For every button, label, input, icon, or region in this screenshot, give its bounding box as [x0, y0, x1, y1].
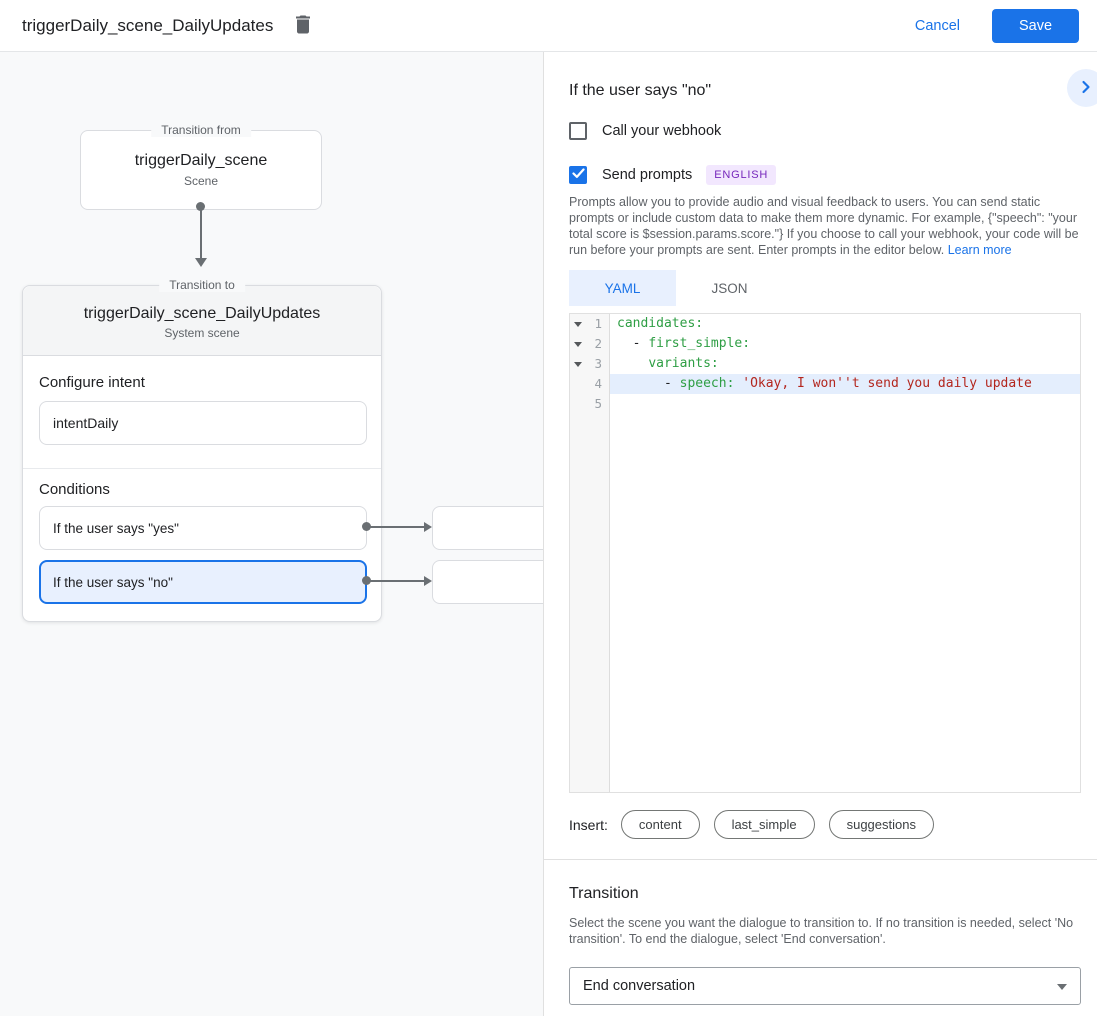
line-number: 5	[594, 396, 602, 411]
transition-from-node[interactable]: Transition from triggerDaily_scene Scene	[80, 123, 322, 210]
send-prompts-row: Send prompts ENGLISH	[569, 165, 1080, 185]
insert-pill-content[interactable]: content	[620, 810, 700, 839]
transition-from-legend: Transition from	[151, 123, 251, 137]
send-prompts-label: Send prompts	[602, 167, 693, 183]
code-line: candidates:	[610, 314, 1080, 334]
save-button[interactable]: Save	[992, 9, 1079, 43]
gutter-line: 4	[570, 374, 609, 394]
webhook-row: Call your webhook	[569, 122, 1080, 140]
webhook-checkbox[interactable]	[569, 122, 587, 140]
editor-gutter: 1 2 3 4 5	[570, 314, 610, 792]
conditions-label: Conditions	[39, 481, 110, 498]
line-number: 4	[594, 376, 602, 391]
gutter-line: 1	[570, 314, 609, 334]
code-token: -	[617, 336, 649, 351]
editor-code-area[interactable]: candidates: - first_simple: variants: - …	[610, 314, 1080, 792]
code-token: variants:	[648, 356, 719, 371]
connector-arrowhead	[195, 258, 207, 267]
topbar-actions: Cancel Save	[915, 0, 1079, 52]
main-area: Transition from triggerDaily_scene Scene…	[0, 52, 1097, 1016]
condition-row[interactable]: If the user says "no"	[39, 560, 367, 604]
code-token: 'Okay, I won''t send you daily update	[742, 376, 1032, 391]
code-line: - first_simple:	[610, 334, 1080, 354]
condition-target-node[interactable]	[432, 560, 543, 604]
condition-connector-line	[370, 526, 424, 528]
condition-target-node[interactable]	[432, 506, 543, 550]
prompts-description: Prompts allow you to provide audio and v…	[569, 194, 1079, 258]
insert-pills: content last_simple suggestions	[620, 810, 948, 839]
yaml-code-editor[interactable]: 1 2 3 4 5 candidates: - first_simple: varian…	[569, 313, 1081, 793]
connector-line	[200, 209, 202, 259]
code-line	[610, 394, 1080, 414]
trash-icon	[294, 14, 312, 37]
fold-arrow-icon[interactable]	[574, 362, 582, 367]
condition-connector-arrowhead	[424, 576, 432, 586]
condition-connector-line	[370, 580, 424, 582]
check-icon	[571, 166, 585, 184]
transition-to-title: triggerDaily_scene_DailyUpdates	[83, 305, 321, 322]
fold-arrow-icon[interactable]	[574, 322, 582, 327]
gutter-line: 3	[570, 354, 609, 374]
transition-description: Select the scene you want the dialogue t…	[569, 916, 1074, 946]
condition-row[interactable]: If the user says "yes"	[39, 506, 367, 550]
code-token: first_simple:	[648, 336, 751, 351]
delete-scene-button[interactable]	[289, 12, 317, 40]
code-token	[617, 356, 648, 371]
transition-to-card: Transition to triggerDaily_scene_DailyUp…	[22, 278, 382, 622]
section-divider	[544, 859, 1097, 860]
insert-pill-suggestions[interactable]: suggestions	[828, 810, 934, 839]
learn-more-link[interactable]: Learn more	[947, 243, 1012, 257]
connector-dot	[196, 202, 205, 211]
transition-select-value: End conversation	[583, 978, 696, 994]
dropdown-caret-icon	[1057, 984, 1067, 990]
insert-label: Insert:	[569, 816, 608, 833]
transition-to-header: triggerDaily_scene_DailyUpdates System s…	[23, 286, 381, 356]
page-title: triggerDaily_scene_DailyUpdates	[22, 15, 274, 35]
code-token: speech:	[679, 376, 735, 391]
transition-to-legend: Transition to	[159, 278, 245, 292]
transition-from-title: triggerDaily_scene	[134, 152, 268, 169]
tab-yaml[interactable]: YAML	[569, 270, 676, 306]
condition-connector-dot	[362, 522, 371, 531]
transition-section-title: Transition	[569, 885, 639, 902]
top-bar: triggerDaily_scene_DailyUpdates Cancel S…	[0, 0, 1097, 52]
scene-flow-canvas: Transition from triggerDaily_scene Scene…	[0, 52, 543, 1016]
cancel-button[interactable]: Cancel	[914, 18, 960, 34]
card-divider	[23, 468, 381, 469]
transition-to-subtitle: System scene	[164, 326, 240, 340]
gutter-line: 2	[570, 334, 609, 354]
code-token: candidates:	[617, 316, 704, 331]
collapse-panel-button[interactable]	[1067, 69, 1097, 107]
line-number: 2	[594, 336, 602, 351]
tab-json[interactable]: JSON	[711, 280, 748, 296]
send-prompts-checkbox[interactable]	[569, 166, 587, 184]
code-line: variants:	[610, 354, 1080, 374]
code-token: -	[617, 376, 680, 391]
insert-row: Insert: content last_simple suggestions	[569, 810, 1080, 839]
language-badge: ENGLISH	[706, 165, 777, 185]
fold-arrow-icon[interactable]	[574, 342, 582, 347]
line-number: 3	[594, 356, 602, 371]
condition-connector-arrowhead	[424, 522, 432, 532]
configure-intent-label: Configure intent	[39, 374, 145, 391]
webhook-label: Call your webhook	[602, 123, 722, 139]
insert-pill-last_simple[interactable]: last_simple	[713, 810, 815, 839]
chevron-right-icon	[1076, 77, 1096, 100]
line-number: 1	[594, 316, 602, 331]
gutter-line: 5	[570, 394, 609, 414]
panel-title: If the user says "no"	[569, 82, 712, 99]
transition-from-subtitle: Scene	[183, 174, 219, 188]
code-line: - speech: 'Okay, I won''t send you daily…	[610, 374, 1080, 394]
condition-editor-panel: If the user says "no" Call your webhook …	[543, 52, 1097, 1016]
intent-field[interactable]: intentDaily	[39, 401, 367, 445]
transition-select[interactable]: End conversation	[569, 967, 1081, 1005]
condition-connector-dot	[362, 576, 371, 585]
prompts-description-text: Prompts allow you to provide audio and v…	[569, 195, 1079, 257]
editor-format-tabs: YAML JSON	[569, 270, 1080, 306]
